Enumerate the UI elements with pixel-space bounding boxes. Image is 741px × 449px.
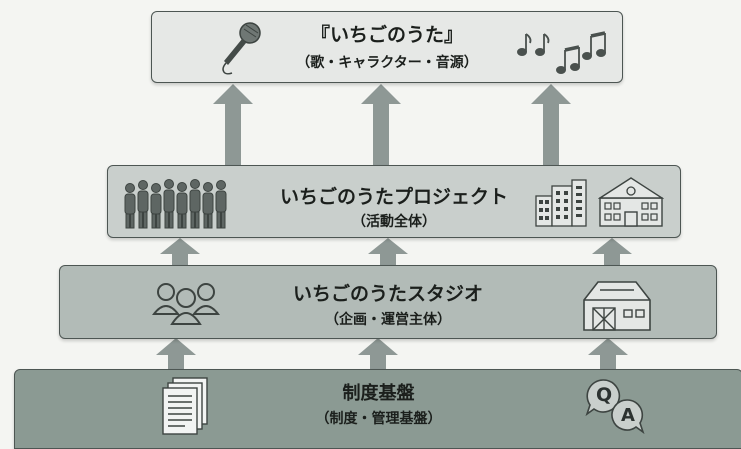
tier-top-title: 『いちごのうた』 xyxy=(310,24,463,46)
school-building-icon xyxy=(598,177,664,227)
people-group-icon xyxy=(124,179,227,229)
arrow-up-icon xyxy=(358,338,398,370)
qa-bubbles-icon: Q A xyxy=(585,378,649,438)
arrow-up-icon xyxy=(531,84,571,166)
documents-icon xyxy=(162,377,208,435)
buildings-icon xyxy=(535,179,587,227)
tier-base-box: 制度基盤 （制度・管理基盤） Q A xyxy=(14,369,741,449)
qa-a-letter: A xyxy=(621,405,635,426)
tier-studio-title: いちごのうたスタジオ xyxy=(292,283,483,305)
tier-studio-subtitle: （企画・運営主体） xyxy=(325,312,451,328)
tier-top-subtitle: （歌・キャラクター・音源） xyxy=(296,55,478,71)
music-notes-icon xyxy=(517,31,606,74)
tier-project-subtitle: （活動全体） xyxy=(352,214,436,230)
arrow-up-icon xyxy=(368,238,408,266)
arrow-up-icon xyxy=(156,338,196,370)
microphone-icon xyxy=(222,22,261,75)
people-icon xyxy=(152,283,220,325)
tier-base-subtitle: （制度・管理基盤） xyxy=(315,411,442,427)
arrow-up-icon xyxy=(213,84,253,166)
qa-q-letter: Q xyxy=(596,384,613,406)
tier-top-box: 『いちごのうた』 （歌・キャラクター・音源） xyxy=(151,11,623,83)
tier-project-box: いちごのうたプロジェクト （活動全体） xyxy=(107,165,681,238)
tier-project-title: いちごのうたプロジェクト xyxy=(279,186,508,208)
arrow-up-icon xyxy=(588,338,628,370)
arrow-up-icon xyxy=(160,238,200,266)
tier-base-title: 制度基盤 xyxy=(342,383,415,404)
tier-studio-box: いちごのうたスタジオ （企画・運営主体） xyxy=(59,265,717,339)
arrow-up-icon xyxy=(361,84,401,166)
barn-icon xyxy=(583,281,651,331)
arrow-up-icon xyxy=(592,238,632,266)
